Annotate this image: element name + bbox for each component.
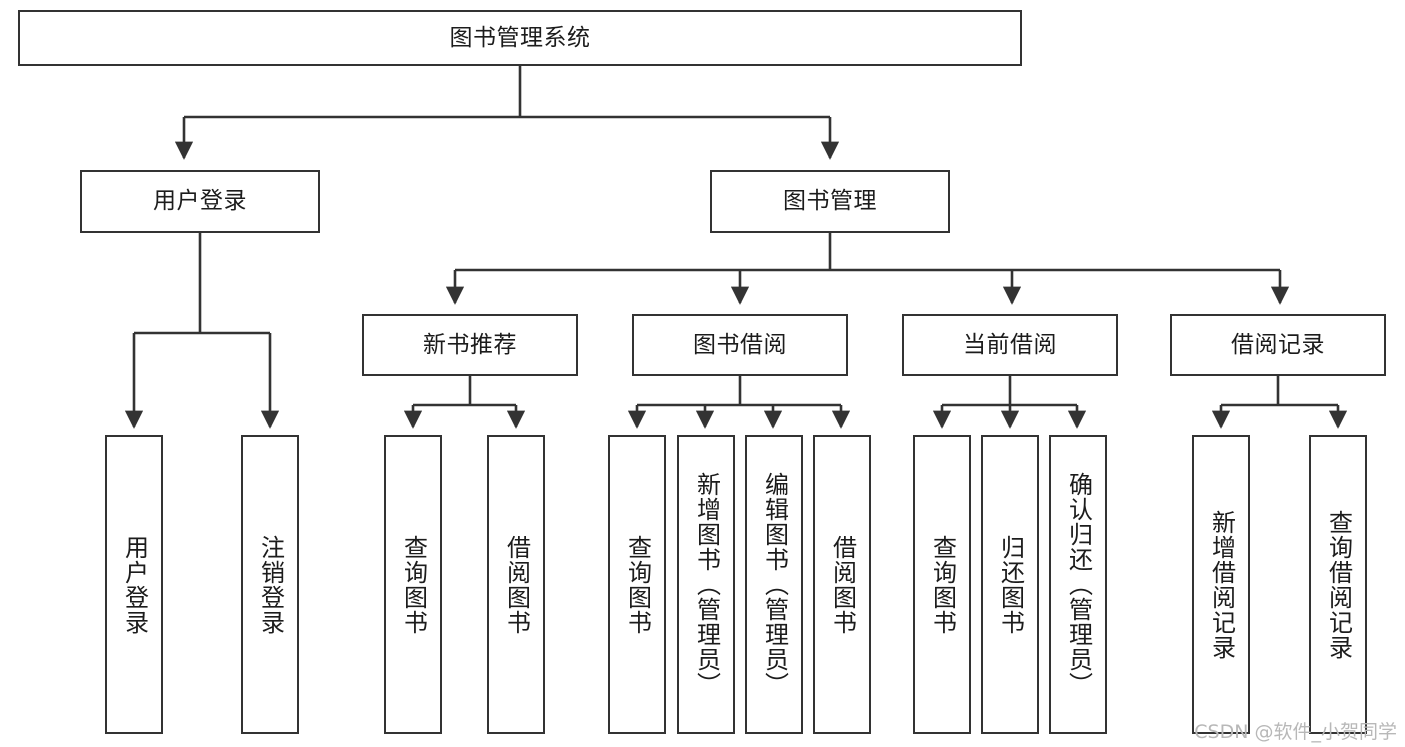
node-current-borrow[interactable]: 当前借阅: [902, 314, 1118, 376]
leaf-user-login-signin[interactable]: 用户登录: [105, 435, 163, 734]
leaf-record-add-record-label: 新增借阅记录: [1207, 509, 1236, 660]
leaf-user-login-signout[interactable]: 注销登录: [241, 435, 299, 734]
node-user-login[interactable]: 用户登录: [80, 170, 320, 233]
node-book-management-label: 图书管理: [783, 188, 877, 215]
leaf-recommend-borrow-book[interactable]: 借阅图书: [487, 435, 545, 734]
leaf-borrow-query-book[interactable]: 查询图书: [608, 435, 666, 734]
leaf-user-login-signout-label: 注销登录: [256, 534, 285, 635]
leaf-record-query-record[interactable]: 查询借阅记录: [1309, 435, 1367, 734]
leaf-user-login-signin-label: 用户登录: [120, 534, 149, 635]
leaf-current-return-book-label: 归还图书: [996, 534, 1025, 635]
leaf-borrow-query-book-label: 查询图书: [623, 534, 652, 635]
leaf-record-query-record-label: 查询借阅记录: [1324, 509, 1353, 660]
node-root-system-label: 图书管理系统: [449, 24, 591, 51]
node-book-management[interactable]: 图书管理: [710, 170, 950, 233]
leaf-recommend-query-book-label: 查询图书: [399, 534, 428, 635]
csdn-watermark: CSDN @软件_小贺同学: [1194, 721, 1397, 743]
node-user-login-label: 用户登录: [153, 188, 247, 215]
leaf-borrow-edit-book-admin[interactable]: 编辑图书（管理员）: [745, 435, 803, 734]
leaf-recommend-borrow-book-label: 借阅图书: [502, 534, 531, 635]
leaf-current-query-book-label: 查询图书: [928, 534, 957, 635]
leaf-current-confirm-return-admin[interactable]: 确认归还（管理员）: [1049, 435, 1107, 734]
leaf-current-return-book[interactable]: 归还图书: [981, 435, 1039, 734]
node-borrow-record-label: 借阅记录: [1231, 331, 1325, 358]
node-borrow-record[interactable]: 借阅记录: [1170, 314, 1386, 376]
node-book-borrow[interactable]: 图书借阅: [632, 314, 848, 376]
node-root-system[interactable]: 图书管理系统: [18, 10, 1022, 66]
leaf-current-query-book[interactable]: 查询图书: [913, 435, 971, 734]
node-new-book-recommend[interactable]: 新书推荐: [362, 314, 578, 376]
leaf-current-confirm-return-admin-label: 确认归还（管理员）: [1064, 472, 1093, 697]
leaf-borrow-borrow-book[interactable]: 借阅图书: [813, 435, 871, 734]
leaf-recommend-query-book[interactable]: 查询图书: [384, 435, 442, 734]
leaf-borrow-add-book-admin-label: 新增图书（管理员）: [692, 472, 721, 697]
node-book-borrow-label: 图书借阅: [693, 331, 787, 358]
leaf-borrow-edit-book-admin-label: 编辑图书（管理员）: [760, 472, 789, 697]
leaf-borrow-borrow-book-label: 借阅图书: [828, 534, 857, 635]
node-new-book-recommend-label: 新书推荐: [423, 331, 517, 358]
node-current-borrow-label: 当前借阅: [963, 331, 1057, 358]
leaf-borrow-add-book-admin[interactable]: 新增图书（管理员）: [677, 435, 735, 734]
leaf-record-add-record[interactable]: 新增借阅记录: [1192, 435, 1250, 734]
